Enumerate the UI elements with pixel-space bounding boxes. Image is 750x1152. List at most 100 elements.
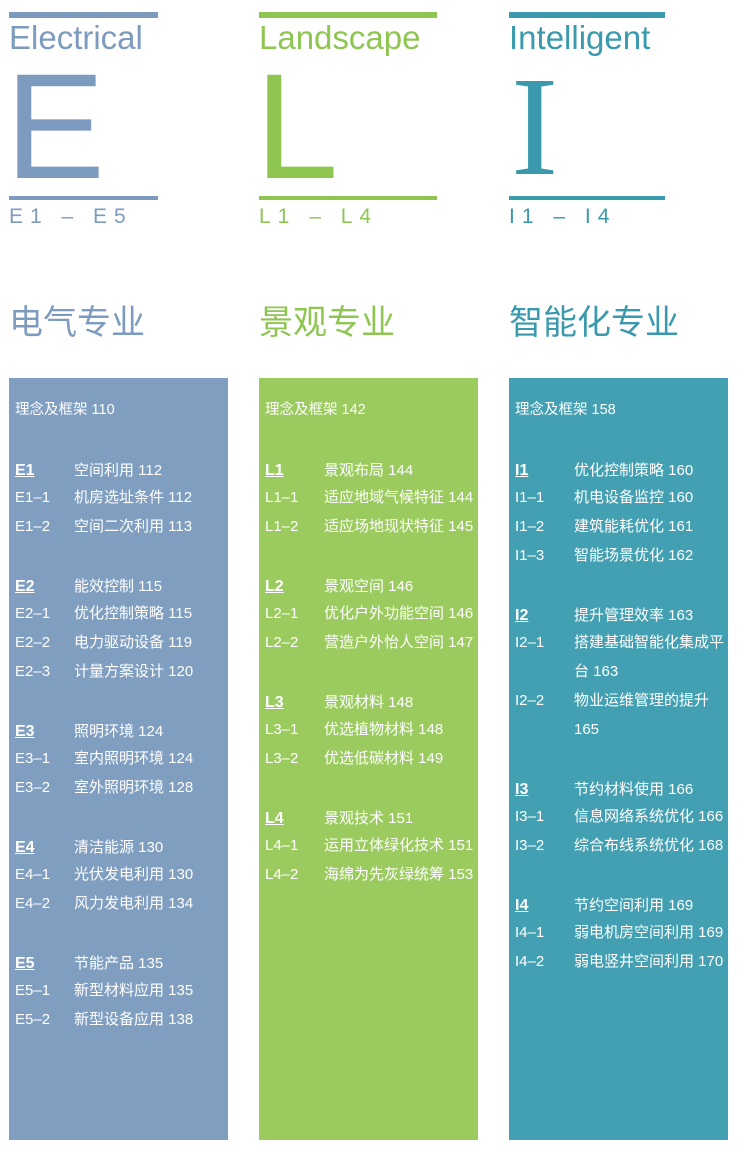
toc-section-code: E1 [15, 462, 35, 479]
landscape-top-rule [259, 12, 437, 18]
toc-entry[interactable]: E4–2 风力发电利用 134 [15, 889, 231, 918]
landscape-range: L1 – L4 [259, 205, 379, 228]
toc-entry-title: 空间二次利用 113 [74, 518, 193, 535]
toc-section-code: E3 [15, 723, 35, 740]
toc-entry-title: 弱电机房空间利用 169 [574, 924, 724, 941]
toc-entry-code: I4–1 [515, 924, 545, 941]
toc-section-title: 节约空间利用 169 [574, 897, 694, 914]
electrical-chinese-title: 电气专业 [9, 303, 145, 343]
toc-entry-code: E1–2 [15, 518, 51, 535]
toc-entry-title: 优选低碳材料 149 [324, 750, 444, 767]
toc-entry-title: 电力驱动设备 119 [74, 634, 193, 651]
toc-entry-title: 优化控制策略 115 [74, 605, 193, 622]
toc-entry-title: 物业运维管理的提升 165 [574, 692, 710, 738]
toc-entry-title: 运用立体绿化技术 151 [324, 837, 474, 854]
toc-entry-code: L1–1 [265, 489, 299, 506]
toc-section-code: L2 [265, 578, 284, 595]
landscape-toc-panel [259, 378, 478, 1140]
toc-entry-code: L3–1 [265, 721, 299, 738]
toc-section-code: E2 [15, 578, 35, 595]
toc-entry-code: E5–1 [15, 982, 51, 999]
toc-entry-code: L2–1 [265, 605, 299, 622]
toc-section-code: E4 [15, 839, 35, 856]
intelligent-big-letter: I [511, 47, 559, 205]
landscape-mid-rule [259, 196, 437, 200]
electrical-intro: 理念及框架 110 [15, 402, 115, 418]
toc-entry-code: I1–3 [515, 547, 545, 564]
toc-entry-title: 适应场地现状特征 145 [324, 518, 474, 535]
toc-entry-code: L2–2 [265, 634, 299, 651]
toc-entry-code: E2–2 [15, 634, 51, 651]
toc-section-code: I1 [515, 462, 529, 479]
toc-section-title: 节能产品 135 [74, 955, 164, 972]
toc-entry-title: 建筑能耗优化 161 [574, 518, 694, 535]
toc-entry-title: 海绵为先灰绿统筹 153 [324, 866, 474, 883]
toc-section-heading[interactable]: E4 清洁能源 130 [15, 833, 231, 860]
toc-entry[interactable]: E2–2 电力驱动设备 119 [15, 628, 231, 657]
intelligent-chinese-title: 智能化专业 [509, 303, 679, 343]
toc-entry[interactable]: E1–2 空间二次利用 113 [15, 512, 231, 541]
toc-section-title: 提升管理效率 163 [574, 607, 694, 624]
toc-entry-title: 风力发电利用 134 [74, 895, 194, 912]
toc-entry-code: E2–3 [15, 663, 51, 680]
toc-entry[interactable]: E1–1 机房选址条件 112 [15, 483, 231, 512]
intelligent-top-rule [509, 12, 665, 18]
toc-section-title: 清洁能源 130 [74, 839, 164, 856]
toc-entry-code: E1–1 [15, 489, 51, 506]
toc-entry-code: I4–2 [515, 953, 545, 970]
toc-section-code: I2 [515, 607, 529, 624]
toc-entry-title: 机房选址条件 112 [74, 489, 193, 506]
toc-entry-code: E3–2 [15, 779, 51, 796]
intelligent-mid-rule [509, 196, 665, 200]
toc-entry[interactable]: I4–1 弱电机房空间利用 169 [515, 918, 731, 947]
toc-section-heading[interactable]: I2 提升管理效率 163 [515, 601, 731, 628]
toc-section-code: L3 [265, 694, 284, 711]
toc-entry-code: E4–2 [15, 895, 51, 912]
toc-entry-title: 综合布线系统优化 168 [574, 837, 724, 854]
